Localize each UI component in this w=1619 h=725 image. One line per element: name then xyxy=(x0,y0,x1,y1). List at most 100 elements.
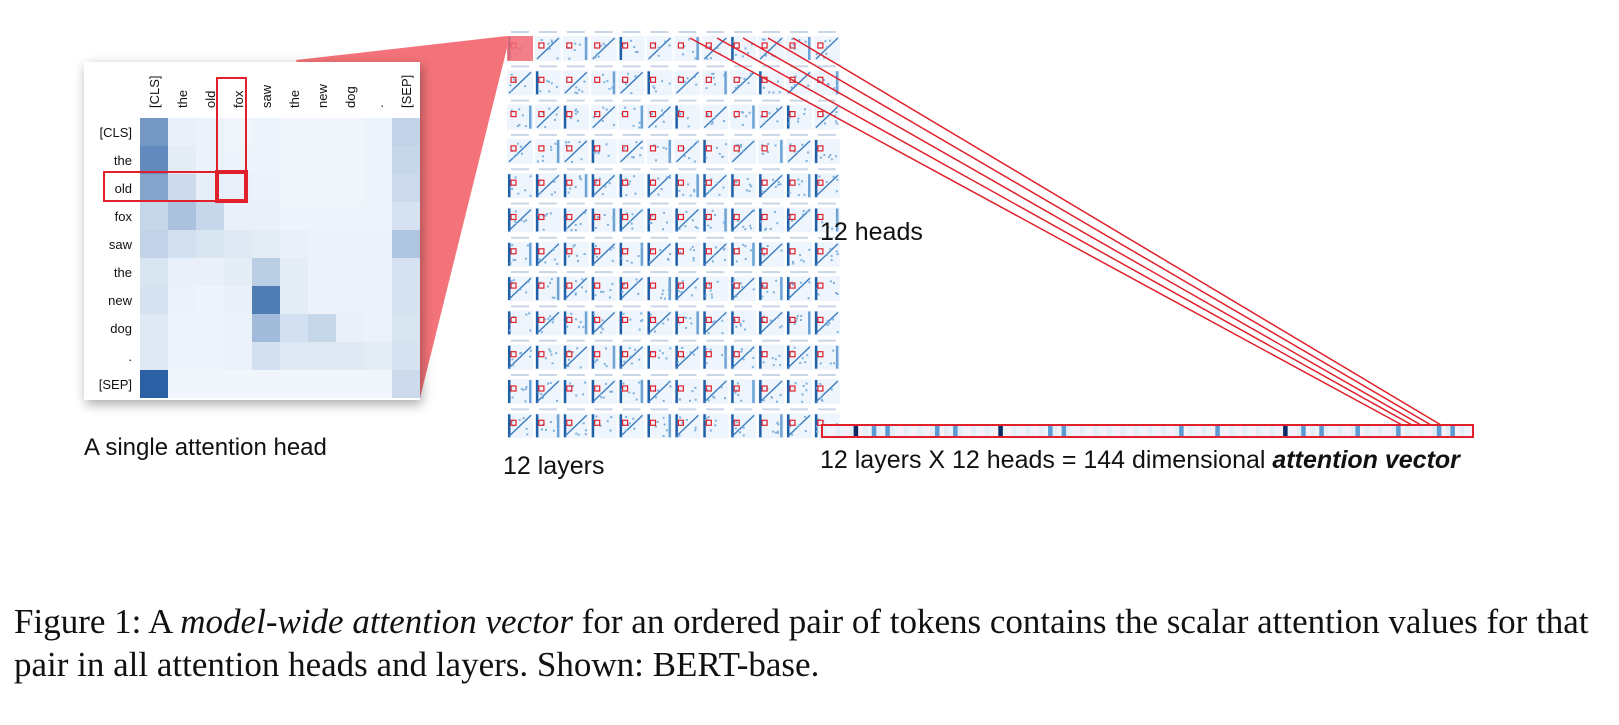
attention-vector-cell xyxy=(1097,425,1103,437)
heatmap-cell xyxy=(336,202,364,230)
heatmap-cell xyxy=(308,286,336,314)
heatmap-cell xyxy=(252,174,280,202)
attention-vector-cell xyxy=(1341,425,1347,437)
head-thumbnail xyxy=(786,236,812,267)
head-thumbnail xyxy=(590,168,617,199)
attention-vector-cell xyxy=(1061,425,1067,437)
heatmap-cell xyxy=(252,146,280,174)
head-thumbnail xyxy=(730,408,757,439)
head-thumbnail xyxy=(562,374,589,404)
attention-vector-cell xyxy=(1075,425,1080,437)
attention-vector-cell xyxy=(907,425,913,437)
head-thumbnail xyxy=(813,133,840,164)
heatmap-cell xyxy=(252,342,280,370)
heatmap-cell xyxy=(280,314,308,342)
heatmap-cell xyxy=(140,342,168,370)
heatmap-cell xyxy=(364,286,392,314)
head-thumbnail xyxy=(786,305,812,336)
attention-vector-cell xyxy=(1197,425,1203,437)
heatmap-cell xyxy=(336,342,364,370)
attention-vector-cell xyxy=(898,425,904,437)
attention-vector-cell xyxy=(935,425,940,437)
heatmap-cell xyxy=(140,118,168,146)
attention-vector-cell xyxy=(1463,425,1469,437)
attention-vector-cell xyxy=(1029,425,1035,437)
heatmap-cell xyxy=(392,370,420,398)
head-thumbnail xyxy=(674,236,701,267)
heatmap-cell xyxy=(308,202,336,230)
attention-vector-cell xyxy=(1337,425,1343,437)
heatmap-cell xyxy=(364,258,392,286)
head-thumbnail xyxy=(618,271,645,302)
attention-vector-cell xyxy=(980,425,986,437)
attention-vector-cell xyxy=(826,425,832,437)
attention-vector-cell xyxy=(849,425,854,437)
attention-vector-cell xyxy=(1332,425,1338,437)
head-thumbnail xyxy=(507,202,533,233)
head-thumbnail xyxy=(646,202,673,233)
attention-vector-cell xyxy=(1359,425,1365,437)
connector-line xyxy=(767,37,1432,426)
head-thumbnail xyxy=(674,31,701,61)
head-thumbnail xyxy=(507,339,533,370)
head-thumbnail xyxy=(562,168,589,199)
attention-vector-cell xyxy=(1256,425,1261,437)
attention-vector-cell xyxy=(1057,425,1062,437)
head-thumbnail xyxy=(730,65,757,96)
heatmap-cell xyxy=(392,286,420,314)
attention-vector-cell xyxy=(1124,425,1130,437)
attention-vector-cell xyxy=(1084,425,1090,437)
head-thumbnail xyxy=(674,133,701,164)
head-thumbnail xyxy=(618,339,645,370)
attention-vector-cell xyxy=(1436,425,1442,437)
figure-caption: Figure 1: A model-wide attention vector … xyxy=(14,600,1614,686)
attention-vector-cell xyxy=(1138,425,1144,437)
attention-vector-cell xyxy=(1459,425,1465,437)
caption-suffix: for an ordered pair of tokens contains t… xyxy=(14,602,1589,684)
attention-vector-cell xyxy=(1296,425,1302,437)
caption-emph: model-wide attention vector xyxy=(180,602,573,641)
head-thumbnail xyxy=(702,339,729,370)
attention-vector-cell xyxy=(1373,425,1379,437)
heatmap-cell xyxy=(280,174,308,202)
attention-vector-cell xyxy=(1414,425,1420,437)
heatmap-cell xyxy=(140,202,168,230)
head-thumbnail xyxy=(534,339,561,370)
head-thumbnail xyxy=(507,133,533,164)
attention-vector-cell xyxy=(835,425,841,437)
head-thumbnail xyxy=(674,374,701,404)
attention-vector-cell xyxy=(1206,425,1212,437)
heads-layers-grid xyxy=(507,31,840,439)
head-thumbnail xyxy=(618,99,645,130)
attention-vector-cell xyxy=(1170,425,1175,437)
head-thumbnail xyxy=(786,339,812,370)
attention-vector-cell xyxy=(1020,425,1026,437)
attention-vector-cell xyxy=(1115,425,1121,437)
head-thumbnail xyxy=(534,408,561,439)
head-thumbnail xyxy=(813,374,840,404)
attention-vector-cell xyxy=(1369,425,1374,437)
attention-vector-cell xyxy=(930,425,936,437)
head-thumbnail xyxy=(646,133,673,164)
heatmap-cell xyxy=(252,118,280,146)
head-thumbnail xyxy=(813,305,840,336)
attention-vector-cell xyxy=(1224,425,1230,437)
head-thumbnail xyxy=(507,408,533,439)
head-thumbnail xyxy=(534,236,561,267)
head-thumbnail xyxy=(646,99,673,130)
attention-vector-cell xyxy=(1405,425,1411,437)
head-thumbnail xyxy=(786,202,812,233)
head-thumbnail xyxy=(758,168,785,199)
heatmap-cell xyxy=(140,286,168,314)
head-thumbnail xyxy=(758,31,785,61)
attention-vector-cell xyxy=(867,425,873,437)
attention-vector-cell xyxy=(1002,425,1008,437)
attention-vector-cell xyxy=(1034,425,1040,437)
head-thumbnail xyxy=(618,236,645,267)
attention-vector-cell xyxy=(1251,425,1257,437)
selected-cell-highlight xyxy=(215,170,248,203)
layers-label: 12 layers xyxy=(503,452,604,480)
attention-vector-cell xyxy=(1152,425,1157,437)
heatmap-cell xyxy=(168,118,196,146)
attention-vector-cell xyxy=(1048,425,1053,437)
